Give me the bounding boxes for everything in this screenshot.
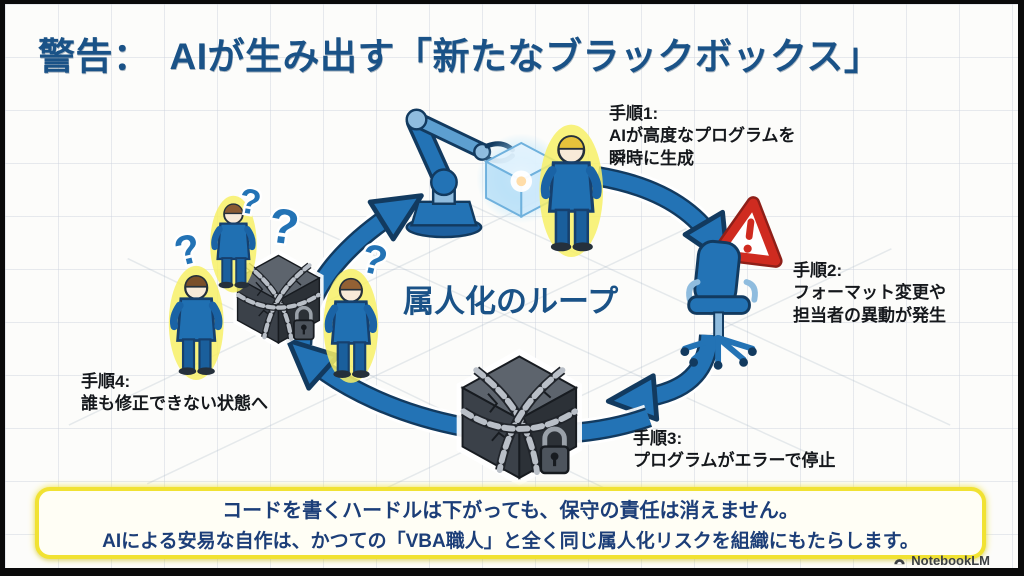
step-1-title: 手順1: <box>609 104 659 123</box>
step-3-title: 手順3: <box>633 429 683 448</box>
step-2-line2: 担当者の異動が発生 <box>793 305 946 325</box>
notebooklm-logo-icon <box>894 559 905 565</box>
person-right-figure <box>324 269 379 383</box>
step-1-line2: 瞬時に生成 <box>609 148 694 168</box>
step-4-text: 手順4: 誰も修正できない状態へ <box>81 371 268 416</box>
step-1-line1: AIが高度なプログラムを <box>609 126 796 146</box>
notebooklm-watermark: NotebookLM <box>893 553 990 568</box>
page-title: 警告： AIが生み出す「新たなブラックボックス」 <box>38 36 882 77</box>
footer-line1: コードを書くハードルは下がっても、保守の責任は消えません。 <box>222 499 799 522</box>
step-2-title: 手順2: <box>793 261 843 280</box>
step-1-text: 手順1: AIが高度なプログラムを 瞬時に生成 <box>609 103 796 170</box>
businessman-figure <box>539 125 603 257</box>
loop-diagram: ? ? ? ? <box>68 108 951 514</box>
step-3-line1: プログラムがエラーで停止 <box>633 451 836 471</box>
footer-line2: AIによる安易な自作は、かつての「VBA職人」と全く同じ属人化リスクを組織にもた… <box>102 530 919 552</box>
office-chair-icon <box>680 239 758 370</box>
loop-center-label: 属人化のループ <box>403 284 619 319</box>
step-4-line1: 誰も修正できない状態へ <box>81 394 268 414</box>
step-2-line1: フォーマット変更や <box>793 283 946 303</box>
loop-arrow-step1-to-step2 <box>595 163 731 267</box>
step-3-text: 手順3: プログラムがエラーで停止 <box>633 428 835 473</box>
notebooklm-label: NotebookLM <box>911 553 990 568</box>
question-mark-icon: ? <box>236 181 264 223</box>
question-mark-icon: ? <box>265 198 302 256</box>
infographic-canvas: ? ? ? ? <box>5 4 1018 568</box>
robot-arm-icon <box>405 108 515 239</box>
chained-black-box-icon <box>457 349 582 486</box>
question-mark-icon: ? <box>170 224 206 275</box>
person-left-figure <box>169 266 224 380</box>
step-2-text: 手順2: フォーマット変更や 担当者の異動が発生 <box>793 260 946 327</box>
step-4-title: 手順4: <box>81 372 131 391</box>
footer-callout: コードを書くハードルは下がっても、保守の責任は消えません。 AIによる安易な自作… <box>35 487 986 559</box>
confused-people-group: ? ? ? ? <box>169 179 395 383</box>
